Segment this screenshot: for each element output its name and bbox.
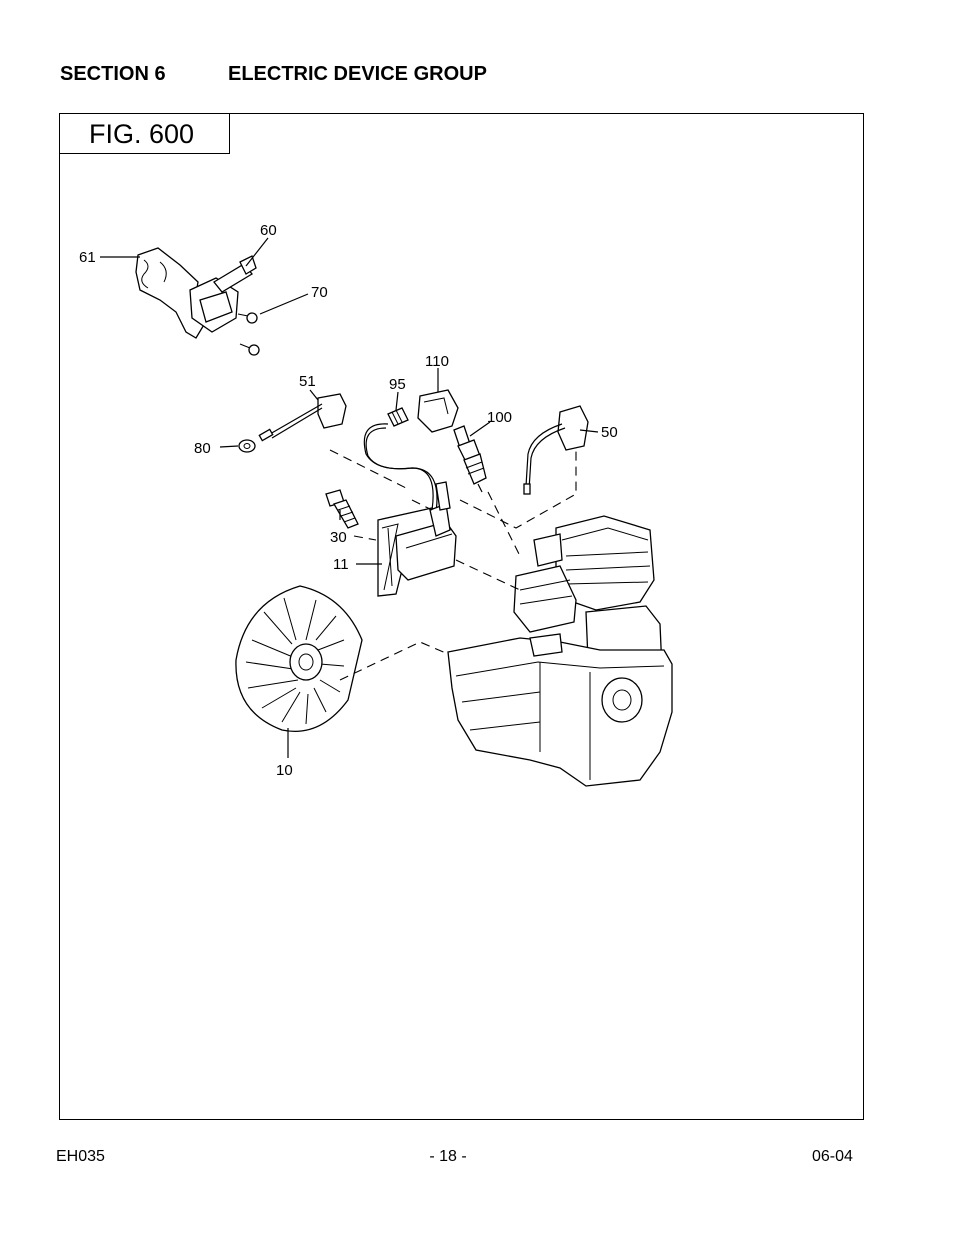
- footer-model: EH035: [56, 1148, 105, 1165]
- callout-10: 10: [276, 762, 293, 779]
- ht-lead: [363, 423, 438, 513]
- nut-80: [238, 439, 256, 453]
- footer-page-number: - 18 -: [429, 1148, 467, 1165]
- callout-95: 95: [389, 376, 406, 393]
- spring-95: [387, 407, 409, 427]
- callout-100: 100: [487, 409, 512, 426]
- section-title: ELECTRIC DEVICE GROUP: [228, 63, 487, 85]
- bolt-30: [325, 489, 359, 529]
- callout-70: 70: [311, 284, 328, 301]
- callout-30: 30: [330, 529, 347, 546]
- stop-wire-51: [258, 393, 347, 442]
- assembly-lines: [329, 446, 577, 681]
- section-number: SECTION 6: [60, 63, 166, 85]
- callout-50: 50: [601, 424, 618, 441]
- callout-11: 11: [333, 556, 349, 573]
- figure-frame: FIG. 600: [59, 113, 864, 1120]
- callout-110: 110: [425, 353, 449, 370]
- engine-block: [447, 515, 673, 787]
- plug-wire-50: [523, 405, 589, 495]
- callout-51: 51: [299, 373, 316, 390]
- spark-plug-100: [453, 425, 487, 493]
- flywheel-10: [235, 585, 363, 733]
- figure-label: FIG. 600: [60, 114, 230, 154]
- stop-switch-assembly: [135, 247, 260, 356]
- ignition-coil-11: [377, 481, 457, 597]
- callout-61: 61: [79, 249, 96, 266]
- footer-date: 06-04: [812, 1148, 853, 1165]
- callout-60: 60: [260, 222, 277, 239]
- callout-80: 80: [194, 440, 211, 457]
- leader-lines: [100, 237, 599, 758]
- plug-cap-110: [417, 389, 459, 433]
